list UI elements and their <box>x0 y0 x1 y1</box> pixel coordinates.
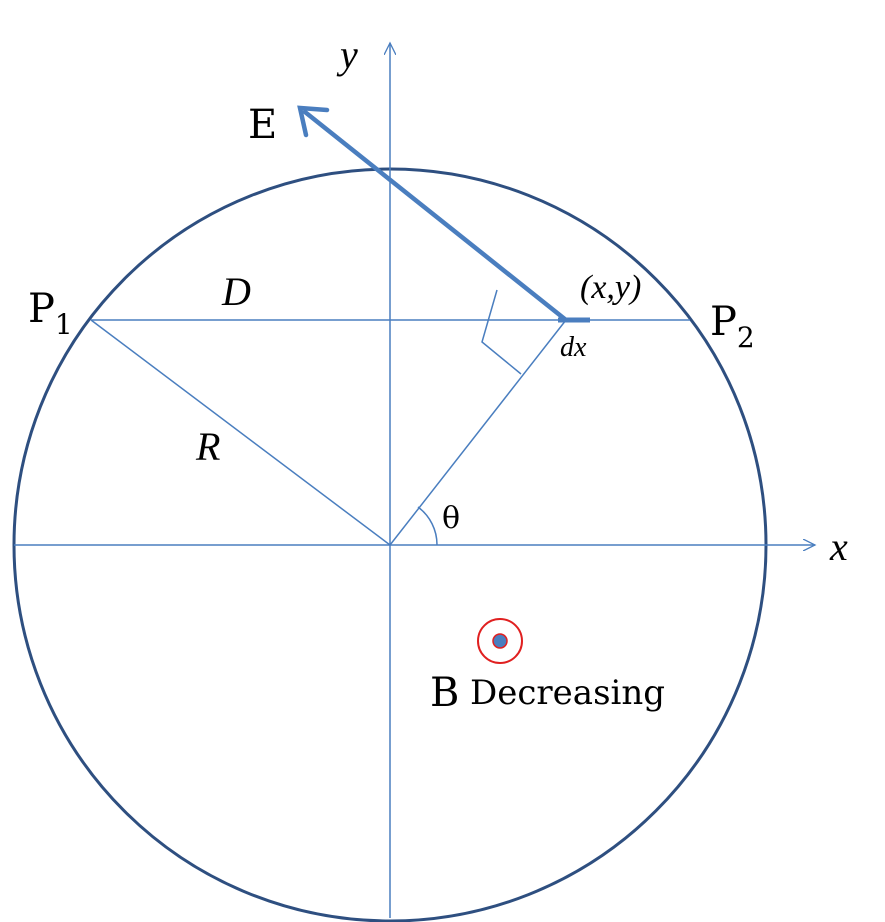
p1-label: P1 <box>28 286 73 341</box>
e-field-label: E <box>248 102 277 148</box>
angle-arc <box>417 506 438 546</box>
radius-label: R <box>195 424 220 469</box>
p1-subscript: 1 <box>55 308 73 341</box>
right-angle-marker <box>481 289 522 375</box>
b-status-label: Decreasing <box>470 673 665 713</box>
radius-line <box>90 319 391 546</box>
y-axis-label: y <box>336 32 358 77</box>
p1-letter: P <box>28 286 55 332</box>
angle-label: θ <box>442 501 460 536</box>
chord-label: D <box>221 269 251 314</box>
b-field-ring-icon <box>477 618 523 664</box>
p2-letter: P <box>710 299 737 345</box>
b-field-dot-icon <box>492 633 508 649</box>
position-line <box>389 319 567 546</box>
b-label: B <box>430 670 459 716</box>
p2-label: P2 <box>710 299 755 354</box>
x-axis-label: x <box>829 524 848 569</box>
e-field-arrowhead <box>297 105 330 138</box>
e-field-vector <box>302 109 569 323</box>
dx-label: dx <box>560 332 587 363</box>
point-label: (x,y) <box>580 269 641 306</box>
p2-subscript: 2 <box>737 321 755 354</box>
